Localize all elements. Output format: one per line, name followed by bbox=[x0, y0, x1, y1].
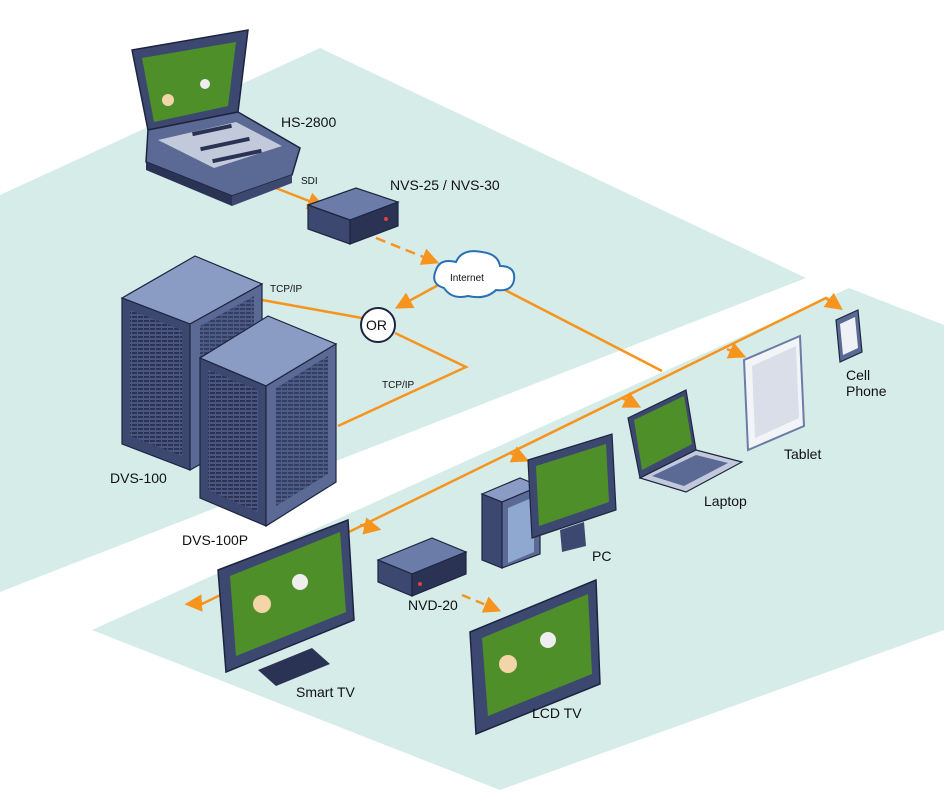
connection-lines bbox=[184, 183, 843, 613]
label-link-tcpip-bottom: TCP/IP bbox=[382, 380, 415, 391]
label-nvs: NVS-25 / NVS-30 bbox=[390, 177, 500, 193]
link-to-nvd20 bbox=[359, 517, 382, 535]
link-internet-to-lower bbox=[504, 288, 663, 373]
link-to-laptop bbox=[621, 391, 642, 408]
link-nvs-to-internet bbox=[375, 236, 440, 265]
pc-device bbox=[480, 433, 617, 569]
or-junction bbox=[360, 307, 396, 343]
label-tablet: Tablet bbox=[784, 446, 821, 462]
link-or-to-dvs100 bbox=[261, 298, 363, 320]
link-nvd20-to-lcd bbox=[461, 593, 502, 613]
label-nvd-20: NVD-20 bbox=[408, 597, 458, 613]
label-laptop: Laptop bbox=[704, 493, 747, 509]
hs-2800-device bbox=[131, 29, 301, 206]
link-or-to-dvs100p bbox=[337, 331, 469, 428]
label-or: OR bbox=[366, 317, 387, 333]
nvs-device bbox=[306, 187, 400, 245]
internet-cloud bbox=[433, 250, 516, 299]
label-internet: Internet bbox=[450, 273, 484, 284]
link-to-cell-phone bbox=[823, 292, 843, 311]
tablet-device bbox=[742, 334, 806, 452]
label-lcd-tv: LCD TV bbox=[532, 705, 582, 721]
label-smart-tv: Smart TV bbox=[296, 684, 356, 700]
nvd-20-device bbox=[376, 537, 468, 597]
laptop-device bbox=[627, 389, 744, 493]
label-hs-2800: HS-2800 bbox=[281, 114, 336, 130]
cell-phone-device bbox=[835, 309, 863, 363]
link-to-pc bbox=[509, 446, 530, 463]
link-internet-to-or bbox=[394, 281, 443, 309]
label-link-tcpip-top: TCP/IP bbox=[270, 284, 303, 295]
label-dvs-100p: DVS-100P bbox=[182, 532, 248, 548]
label-cell-phone-line1: Cell bbox=[846, 367, 870, 383]
label-pc: PC bbox=[592, 548, 611, 564]
label-cell-phone-line2: Phone bbox=[846, 383, 887, 399]
label-dvs-100: DVS-100 bbox=[110, 470, 167, 486]
link-to-smart-tv bbox=[184, 594, 204, 612]
link-to-tablet bbox=[726, 342, 747, 359]
lcd-tv-device bbox=[469, 578, 601, 736]
label-link-sdi: SDI bbox=[301, 176, 318, 187]
dvs-100p-server bbox=[198, 315, 338, 528]
smart-tv-device bbox=[217, 518, 355, 686]
